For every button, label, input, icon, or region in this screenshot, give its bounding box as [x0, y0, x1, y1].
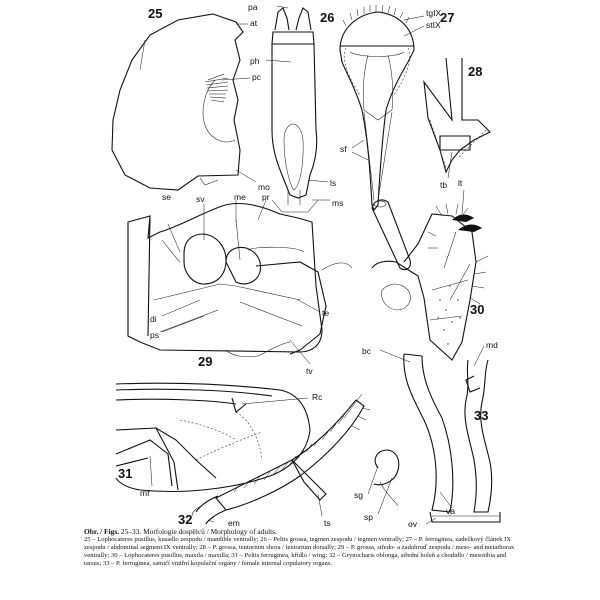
fig-26-label-ls: ls — [330, 178, 336, 188]
fig-30-maxilla-drawing — [371, 189, 489, 361]
fig-25-mandible-drawing — [111, 13, 257, 191]
fig-29-label-tv: tv — [306, 366, 313, 376]
fig-29-label-di: di — [150, 314, 157, 324]
fig-25-label-pc: pc — [252, 72, 262, 82]
fig-29-label-te: te — [322, 308, 329, 318]
fig-29-number: 29 — [198, 354, 212, 369]
fig-32-tibia-tarsus-drawing — [191, 393, 371, 525]
fig-26-label-ms: ms — [332, 198, 343, 208]
caption-heading-prefix: Obr. / Figs. — [84, 527, 120, 536]
fig-33-label-bc: bc — [362, 346, 372, 356]
caption-heading-rest: 25–33. Morfologie dospělců / Morphology … — [119, 527, 277, 536]
fig-26-label-pa: pa — [248, 2, 258, 12]
fig-28-number: 28 — [468, 64, 482, 79]
fig-33-copulatory-organs-drawing — [367, 345, 501, 525]
fig-29-label-se: se — [162, 192, 171, 202]
fig-28-tentorium-drawing — [423, 57, 491, 179]
fig-31-label-Rc: Rc — [312, 392, 323, 402]
fig-33-label-sg: sg — [354, 490, 363, 500]
fig-30-number: 30 — [470, 302, 484, 317]
fig-26-tegmen-drawing — [265, 5, 330, 213]
fig-29-label-me: me — [234, 192, 246, 202]
fig-28-label-tb: tb — [440, 180, 447, 190]
fig-26-number: 26 — [320, 10, 334, 25]
fig-29-label-ps: ps — [150, 330, 159, 340]
fig-33-label-md: md — [486, 340, 498, 350]
caption-heading: Obr. / Figs. 25–33. Morfologie dospělců … — [84, 527, 524, 536]
fig-25-label-at: at — [250, 18, 258, 28]
fig-33-label-va: va — [446, 506, 455, 516]
fig-32-label-em: em — [228, 518, 240, 528]
fig-27-label-tgIX: tgIX — [426, 8, 441, 18]
fig-32-number: 32 — [178, 512, 192, 527]
caption-body: 25 – Lophocateres pusillus, kusadlo zesp… — [84, 536, 515, 568]
fig-27-label-stIX: stIX — [426, 20, 441, 30]
fig-33-label-sp: sp — [364, 512, 373, 522]
fig-31-wing-drawing — [115, 382, 311, 493]
fig-31-label-mf: mf — [140, 488, 150, 498]
fig-27-number: 27 — [440, 10, 454, 25]
figure-caption: Obr. / Figs. 25–33. Morfologie dospělců … — [84, 527, 524, 568]
fig-31-number: 31 — [118, 466, 132, 481]
fig-27-abdominal-segment-drawing — [339, 4, 425, 212]
fig-33-number: 33 — [474, 408, 488, 423]
fig-29-label-pr: pr — [262, 192, 270, 202]
fig-30-label-lt: lt — [458, 178, 463, 188]
fig-25-number: 25 — [148, 6, 162, 21]
fig-29-thorax-drawing — [127, 199, 353, 365]
fig-29-label-sv: sv — [196, 194, 205, 204]
fig-32-label-ts: ts — [324, 518, 331, 528]
fig-25-label-mo: mo — [258, 182, 270, 192]
fig-27-label-sf: sf — [340, 144, 347, 154]
fig-26-label-ph: ph — [250, 56, 260, 66]
fig-33-label-ov: ov — [408, 519, 418, 528]
figure-plate: 25 at pc mo 26 pa ph ls ms — [111, 2, 501, 528]
